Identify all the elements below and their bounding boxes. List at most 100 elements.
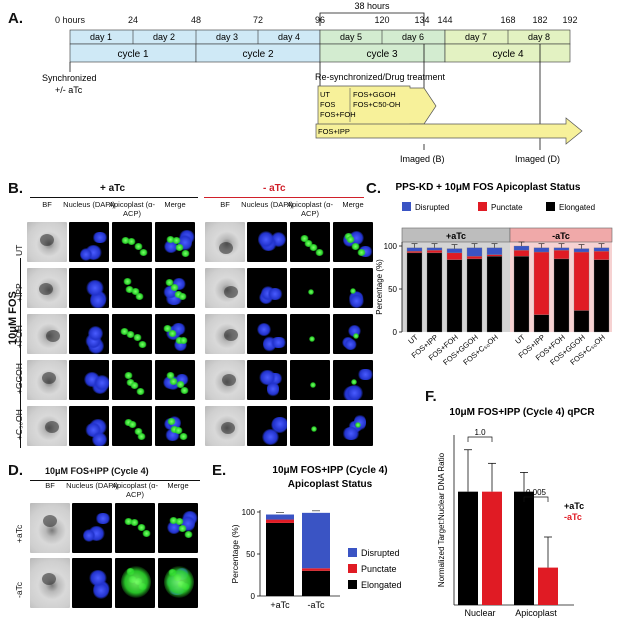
- dapi-image: [247, 222, 287, 262]
- day-4: day 4: [278, 32, 300, 42]
- dapi-image: [247, 360, 287, 400]
- panel-label-b: B.: [8, 180, 23, 197]
- dapi-image: [247, 314, 287, 354]
- span-bracket: [319, 12, 425, 26]
- bar-elongated: [486, 256, 503, 333]
- bar-disrupted: [593, 247, 610, 252]
- row-label-wrap: +GGOH: [14, 363, 45, 404]
- dapi-image: [72, 558, 112, 608]
- merge-image: [155, 222, 195, 262]
- chart-c-minus-label: -aTc: [552, 231, 570, 241]
- fos-row-label: 10μM FOS: [7, 291, 19, 345]
- bar-elongated: [266, 522, 294, 596]
- significance-bracket: [523, 496, 549, 502]
- legend-label-elongated: Elongated: [361, 580, 402, 590]
- merge-image: [155, 268, 195, 308]
- bar-punctate: [573, 251, 590, 311]
- row-label: +C₅₀OH: [14, 409, 24, 440]
- panel-d-title: 10μM FOS+IPP (Cycle 4): [45, 466, 149, 476]
- brightfield-image: [27, 314, 67, 354]
- bar-disrupted: [266, 514, 294, 520]
- box-ut: UT: [320, 90, 330, 99]
- cycle-2-label: cycle 2: [242, 49, 274, 60]
- cycle-4-label: cycle 4: [492, 49, 524, 60]
- day-1: day 1: [90, 32, 112, 42]
- chart-e: 10μM FOS+IPP (Cycle 4) Apicoplast Status…: [230, 465, 402, 610]
- bar-disrupted: [486, 247, 503, 255]
- brightfield-image: [30, 503, 70, 553]
- timeline-panel: 0 hours 24 48 72 96 120 134 144 168 182 …: [0, 0, 617, 175]
- chart-f-title: 10μM FOS+IPP (Cycle 4) qPCR: [449, 407, 595, 418]
- column-header: Nucleus (DAPI): [66, 481, 118, 490]
- box-fos: FOS: [320, 100, 335, 109]
- bar-elongated: [302, 570, 330, 596]
- bar-disrupted: [533, 247, 550, 253]
- legend-label-disrupted: Disrupted: [415, 203, 449, 212]
- row-label-wrap: -aTc: [14, 582, 30, 608]
- panel-label-c: C.: [366, 180, 381, 197]
- x-tick-label: Apicoplast: [515, 608, 557, 618]
- hour-120: 120: [374, 15, 389, 25]
- y-tick-label: 50: [246, 550, 255, 559]
- x-tick-label: UT: [513, 332, 527, 346]
- merge-image: [155, 360, 195, 400]
- bar-punctate: [302, 568, 330, 571]
- panel-label-f: F.: [425, 388, 437, 405]
- day-row-cycle-4: [444, 29, 571, 45]
- imaged-b-label: Imaged (B): [400, 154, 445, 164]
- brightfield-image: [27, 222, 67, 262]
- y-tick-label: 100: [242, 508, 256, 517]
- column-header: BF: [45, 481, 55, 490]
- panel-label-d: D.: [8, 462, 23, 479]
- bar-elongated: [513, 256, 530, 333]
- column-header: Merge: [164, 200, 186, 209]
- apicoplast-image: [115, 503, 155, 553]
- apicoplast-image: [115, 558, 155, 608]
- cycle-3-label: cycle 3: [366, 49, 398, 60]
- merge-image: [333, 314, 373, 354]
- legend-swatch-elongated: [348, 580, 357, 589]
- cycle-1-label: cycle 1: [117, 49, 149, 60]
- bar-punctate: [553, 250, 570, 260]
- plus-atc-header: + aTc: [100, 183, 126, 194]
- bar-elongated: [446, 259, 463, 333]
- bar-atc: [514, 491, 534, 605]
- legend-swatch-punctate: [478, 202, 487, 211]
- bar-atc: [458, 491, 478, 605]
- dapi-image: [69, 268, 109, 308]
- merge-image: [333, 406, 373, 446]
- timeline-svg: 0 hours 24 48 72 96 120 134 144 168 182 …: [42, 1, 583, 164]
- bar-disrupted: [426, 247, 443, 251]
- column-header: Apicoplast (α-ACP): [286, 200, 334, 218]
- bar-punctate: [533, 251, 550, 315]
- bar-atc: [538, 567, 558, 605]
- row-label: +GGOH: [14, 363, 24, 394]
- legend-label: +aTc: [564, 501, 584, 511]
- column-header: BF: [220, 200, 230, 209]
- column-header: Nucleus (DAPI): [241, 200, 293, 209]
- bar-elongated: [593, 259, 610, 333]
- apicoplast-image: [290, 268, 330, 308]
- plus-atc-rule: [30, 197, 198, 198]
- hour-72: 72: [253, 15, 263, 25]
- day-3: day 3: [216, 32, 238, 42]
- hour-144: 144: [437, 15, 452, 25]
- dapi-image: [72, 503, 112, 553]
- dapi-image: [247, 406, 287, 446]
- chart-e-ylabel: Percentage (%): [230, 524, 240, 583]
- legend-label-punctate: Punctate: [491, 203, 523, 212]
- span-label: 38 hours: [354, 1, 390, 11]
- panel-label-e: E.: [212, 462, 227, 479]
- row-label-wrap: +aTc: [14, 525, 32, 553]
- bar-disrupted: [513, 245, 530, 251]
- brightfield-image: [205, 360, 245, 400]
- imaged-d-label: Imaged (D): [515, 154, 560, 164]
- chart-f: 10μM FOS+IPP (Cycle 4) qPCR Normalized T…: [437, 407, 595, 618]
- fos-bracket: [20, 258, 21, 448]
- bar-atc: [482, 491, 502, 605]
- bar-disrupted: [573, 248, 590, 253]
- apicoplast-image: [112, 360, 152, 400]
- apicoplast-image: [112, 268, 152, 308]
- apicoplast-image: [112, 314, 152, 354]
- day-row-cycle-3: [319, 29, 446, 45]
